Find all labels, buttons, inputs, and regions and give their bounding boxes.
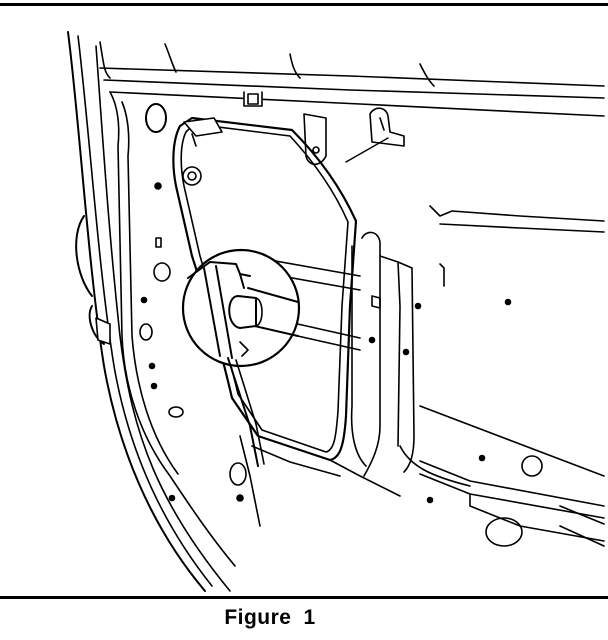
figure-caption: Figure 1: [0, 606, 540, 630]
door-panel-illustration: [67, 31, 605, 592]
inner-panel-outline: [109, 91, 605, 567]
top-border-rule: [0, 3, 608, 6]
bottom-border-rule: [0, 596, 608, 599]
figure-caption-number: 1: [303, 606, 316, 629]
lower-panel-lines: [419, 405, 605, 547]
door-outer-shell: [67, 31, 231, 592]
lower-right-panel: [239, 435, 471, 527]
glass-run-channel: [227, 357, 265, 467]
figure-caption-label: Figure: [224, 606, 292, 629]
belt-line-rail: [99, 43, 605, 117]
fastener-holes: [139, 103, 543, 547]
detail-magnifier-circle: [181, 248, 301, 368]
vertical-guide-channel: [350, 231, 445, 477]
access-opening: [172, 116, 358, 462]
upper-clips: [243, 91, 405, 166]
